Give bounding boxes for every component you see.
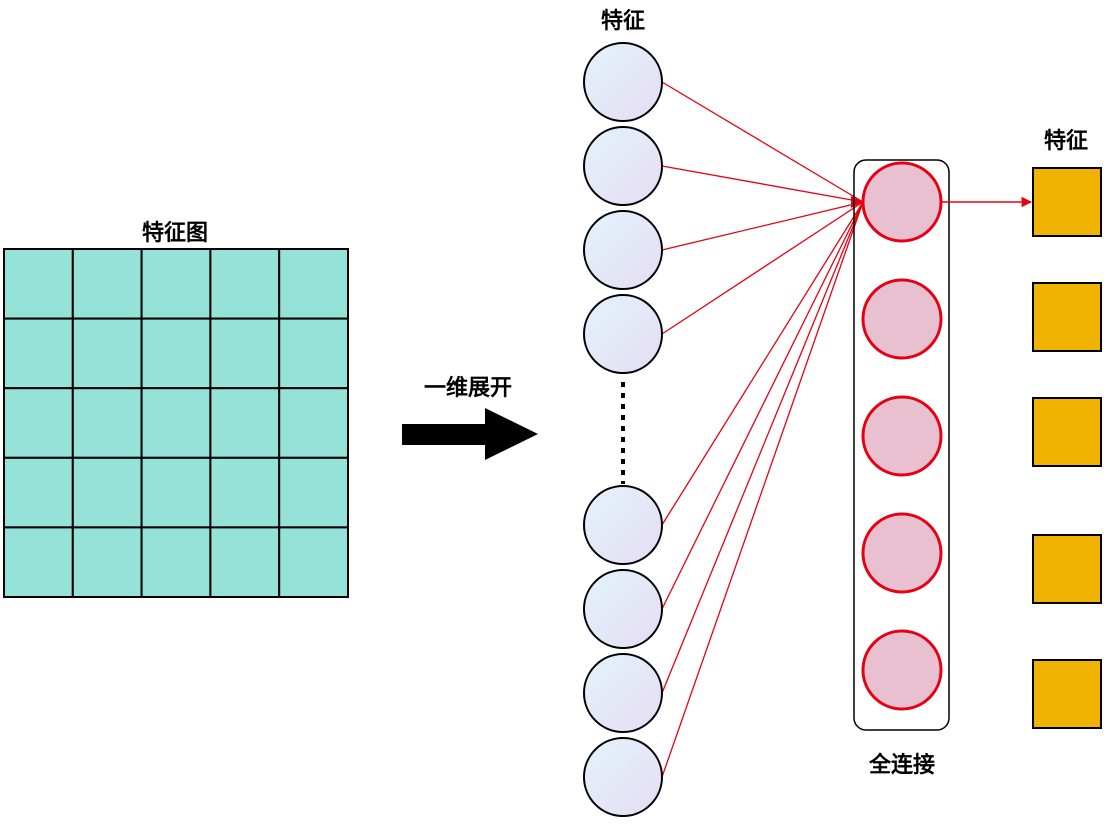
connection-line [661,201,864,694]
input-node [583,569,663,649]
feature-map-cell [278,387,350,459]
connection-line [661,201,864,335]
connection-line [661,165,864,203]
input-node [583,42,663,122]
feature-map-cell [71,456,143,529]
feature-map-grid [3,248,350,599]
feature-map-cell [3,456,74,529]
connection-line [661,81,864,203]
feature-map-cell [278,317,350,390]
flatten-label: 一维展开 [424,375,512,401]
fc-node [861,629,943,711]
output-boxes [1032,167,1102,729]
connection-line [661,201,864,526]
feature-map-cell [140,526,212,599]
fc-node [861,161,943,243]
feature-map-cell [140,456,212,529]
feature-map-cell [140,248,212,320]
fc-node [861,278,943,360]
feature-map-cell [209,248,281,320]
connection-line [661,201,864,610]
output-box [1032,659,1102,729]
feature-map-cell [140,387,212,459]
feature-map-cell [71,387,143,459]
input-node [583,210,663,290]
output-box [1032,282,1102,352]
feature-map-cell [140,317,212,390]
fc-layer-frame [853,159,950,731]
flatten-arrow-icon [402,408,538,460]
feature-map-cell [209,526,281,599]
input-column-label: 特征 [601,8,645,34]
fc-layer-label: 全连接 [868,752,935,778]
input-node [583,485,663,565]
connection-line [661,201,864,251]
input-node [583,737,663,817]
feature-map-cell [3,317,74,390]
feature-map-cell [278,456,350,529]
fc-node [861,395,943,477]
feature-map-cell [278,248,350,320]
input-nodes [583,42,663,817]
feature-map-cell [3,387,74,459]
connection-line [661,201,864,778]
feature-map-cell [3,248,74,320]
feature-map-cell [71,317,143,390]
feature-map-cell [71,248,143,320]
feature-map-cell [71,526,143,599]
feature-map-cell [209,317,281,390]
connections [661,81,864,778]
input-node [583,126,663,206]
input-node [583,294,663,374]
feature-map-cell [209,387,281,459]
feature-map-label: 特征图 [142,220,208,246]
input-node [583,653,663,733]
fc-node [861,512,943,594]
output-box [1032,167,1102,237]
output-box [1032,534,1102,604]
output-box [1032,397,1102,467]
feature-map-cell [3,526,74,599]
feature-map-cell [209,456,281,529]
fc-nodes [861,161,943,711]
feature-map-cell [278,526,350,599]
output-label: 特征 [1044,128,1088,154]
